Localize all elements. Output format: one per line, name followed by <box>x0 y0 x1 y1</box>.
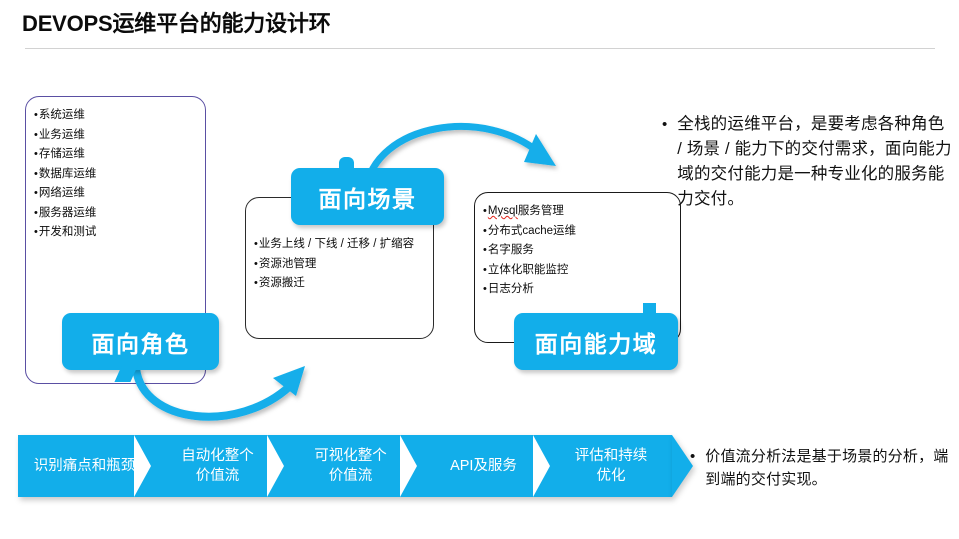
note-top-text: 全栈的运维平台，是要考虑各种角色 / 场景 / 能力下的交付需求，面向能力域的交… <box>677 115 952 208</box>
list-item: 资源池管理 <box>254 255 423 275</box>
list-item: 数据库运维 <box>34 165 195 185</box>
bullet-icon: • <box>690 448 696 465</box>
list-item: 分布式cache运维 <box>483 222 670 242</box>
badge-tail <box>339 157 354 171</box>
badge-scenarios-label: 面向场景 <box>318 185 417 212</box>
list-item: 业务运维 <box>34 126 195 146</box>
ribbon-segment-label: 识别痛点和瓶颈 <box>33 458 136 474</box>
ribbon-segment-label: 评估和持续优化 <box>574 448 648 484</box>
ribbon-segment-4[interactable]: API及服务 <box>400 435 550 497</box>
badge-scenarios[interactable]: 面向场景 <box>291 157 444 225</box>
note-bottom: • 价值流分析法是基于场景的分析，端到端的交付实现。 <box>690 445 955 491</box>
value-stream-ribbon: 识别痛点和瓶颈 自动化整个价值流 可视化整个价值流 API及服务 评估和持续优化 <box>18 435 672 497</box>
ribbon-segment-label: API及服务 <box>450 458 517 474</box>
list-item: 系统运维 <box>34 106 195 126</box>
badge-roles[interactable]: 面向角色 <box>62 313 219 382</box>
ribbon-segment-2[interactable]: 自动化整个价值流 <box>134 435 284 497</box>
bullet-icon: • <box>662 116 668 133</box>
badge-capabilities-label: 面向能力域 <box>534 330 658 357</box>
list-item: 资源搬迁 <box>254 274 423 294</box>
ribbon-arrow-tip <box>672 435 693 497</box>
note-top: • 全栈的运维平台，是要考虑各种角色 / 场景 / 能力下的交付需求，面向能力域… <box>662 112 952 212</box>
note-bottom-text: 价值流分析法是基于场景的分析，端到端的交付实现。 <box>705 448 949 488</box>
scenarios-bullet-list: 业务上线 / 下线 / 迁移 / 扩缩容 资源池管理 资源搬迁 <box>246 198 433 294</box>
capabilities-bullet-list: Mysql服务管理 分布式cache运维 名字服务 立体化职能监控 日志分析 <box>475 193 680 300</box>
title-divider <box>25 48 935 49</box>
list-item: 立体化职能监控 <box>483 261 670 281</box>
ribbon-segment-5[interactable]: 评估和持续优化 <box>533 435 672 497</box>
ribbon-segment-3[interactable]: 可视化整个价值流 <box>267 435 417 497</box>
roles-bullet-list: 系统运维 业务运维 存储运维 数据库运维 网络运维 服务器运维 开发和测试 <box>26 97 205 243</box>
list-item: 业务上线 / 下线 / 迁移 / 扩缩容 <box>254 235 423 255</box>
page-title: DEVOPS运维平台的能力设计环 <box>22 11 331 36</box>
ribbon-segment-label: 可视化整个价值流 <box>314 448 387 484</box>
list-item: 服务器运维 <box>34 204 195 224</box>
list-item: 名字服务 <box>483 241 670 261</box>
list-item-text: 服务管理 <box>517 205 564 217</box>
list-item: 网络运维 <box>34 184 195 204</box>
ribbon-segment-label: 自动化整个价值流 <box>181 448 254 484</box>
list-item: 开发和测试 <box>34 223 195 243</box>
list-item: 日志分析 <box>483 280 670 300</box>
list-item: Mysql服务管理 <box>483 202 670 222</box>
list-item: 存储运维 <box>34 145 195 165</box>
badge-capabilities[interactable]: 面向能力域 <box>514 303 678 370</box>
badge-tail <box>643 303 656 315</box>
badge-roles-label: 面向角色 <box>91 330 190 357</box>
ribbon-segment-1[interactable]: 识别痛点和瓶颈 <box>18 435 151 497</box>
spellcheck-error-text: Mysql <box>487 205 518 217</box>
